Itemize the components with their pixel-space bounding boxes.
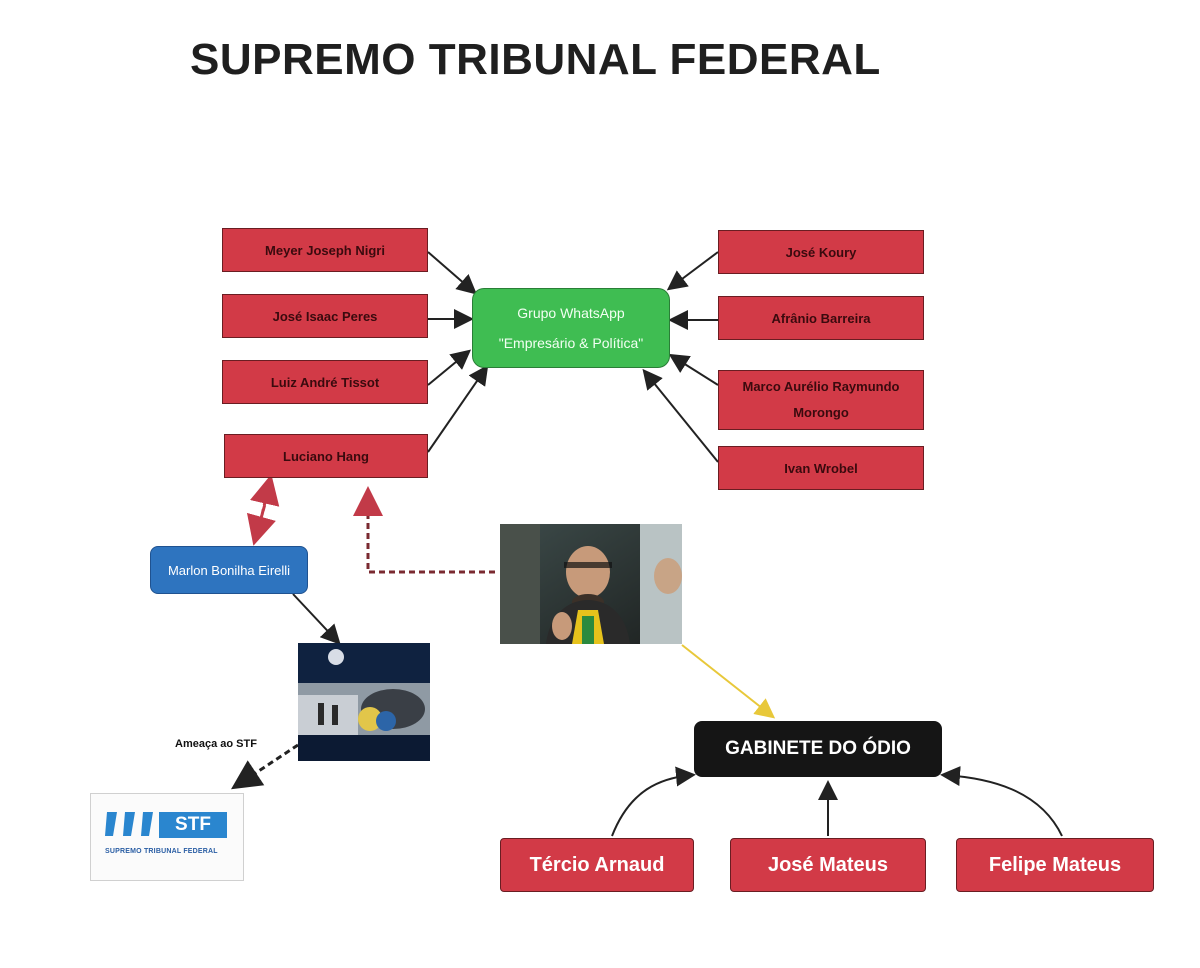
node-bottom-2: José Mateus xyxy=(730,838,926,892)
arrow-right-3 xyxy=(668,353,719,386)
stf-logo: STF SUPREMO TRIBUNAL FEDERAL xyxy=(90,793,244,881)
threat-label: Ameaça ao STF xyxy=(175,738,257,750)
node-right-1: José Koury xyxy=(718,230,924,274)
stf-abbr: STF xyxy=(159,812,227,838)
arrow-felipe-gabinete xyxy=(940,766,1063,837)
node-left-4: Luciano Hang xyxy=(224,434,428,478)
whatsapp-group-line2: "Empresário & Política" xyxy=(498,335,644,351)
arrow-marlon-photo xyxy=(292,593,341,645)
arrow-left-1 xyxy=(427,251,478,295)
node-right-4: Ivan Wrobel xyxy=(718,446,924,490)
node-bottom-3: Felipe Mateus xyxy=(956,838,1154,892)
protest-photo xyxy=(298,643,430,761)
node-left-3: Luiz André Tissot xyxy=(222,360,428,404)
arrow-left-3 xyxy=(427,349,472,386)
page-title: SUPREMO TRIBUNAL FEDERAL xyxy=(190,35,881,84)
node-right-3: Marco Aurélio Raymundo Morongo xyxy=(718,370,924,430)
arrow-right-1 xyxy=(666,251,719,291)
gabinete-node: GABINETE DO ÓDIO xyxy=(694,721,942,777)
person-photo xyxy=(500,524,682,644)
arrow-threat-stf xyxy=(230,743,299,790)
node-left-1: Meyer Joseph Nigri xyxy=(222,228,428,272)
dashed-link-photo-luciano xyxy=(353,486,495,574)
stf-columns-icon xyxy=(105,812,153,836)
node-left-2: José Isaac Peres xyxy=(222,294,428,338)
whatsapp-group-node: Grupo WhatsApp "Empresário & Política" xyxy=(472,288,670,368)
stf-name: SUPREMO TRIBUNAL FEDERAL xyxy=(105,848,218,855)
node-bottom-1: Tércio Arnaud xyxy=(500,838,694,892)
arrow-left-4 xyxy=(427,364,489,453)
node-right-2: Afrânio Barreira xyxy=(718,296,924,340)
marlon-node: Marlon Bonilha Eirelli xyxy=(150,546,308,594)
arrow-photo-gabinete xyxy=(681,644,776,719)
arrow-right-4 xyxy=(642,368,719,463)
whatsapp-group-line1: Grupo WhatsApp xyxy=(517,305,625,321)
arrow-tercio-gabinete xyxy=(611,766,696,837)
